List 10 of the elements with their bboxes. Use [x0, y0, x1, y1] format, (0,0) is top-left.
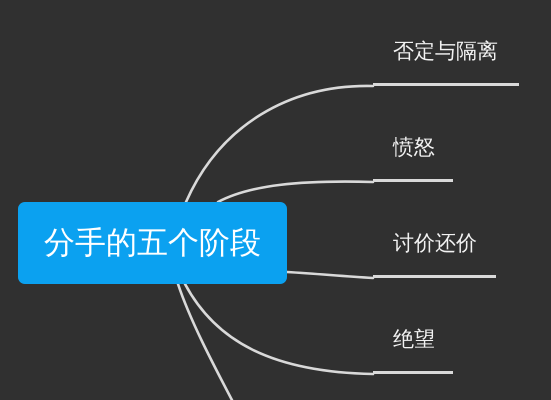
branch-topic: 讨价还价 [373, 228, 496, 278]
branch-topic: 否定与隔离 [373, 36, 519, 86]
branch-topic: 愤怒 [373, 132, 453, 182]
branch-line [216, 180, 374, 204]
branch-line [176, 282, 234, 400]
branch-topic: 绝望 [373, 324, 453, 374]
branch-line [184, 84, 374, 204]
central-topic-box: 分手的五个阶段 [18, 202, 287, 284]
branch-line [286, 270, 374, 280]
branch-line [184, 282, 374, 376]
